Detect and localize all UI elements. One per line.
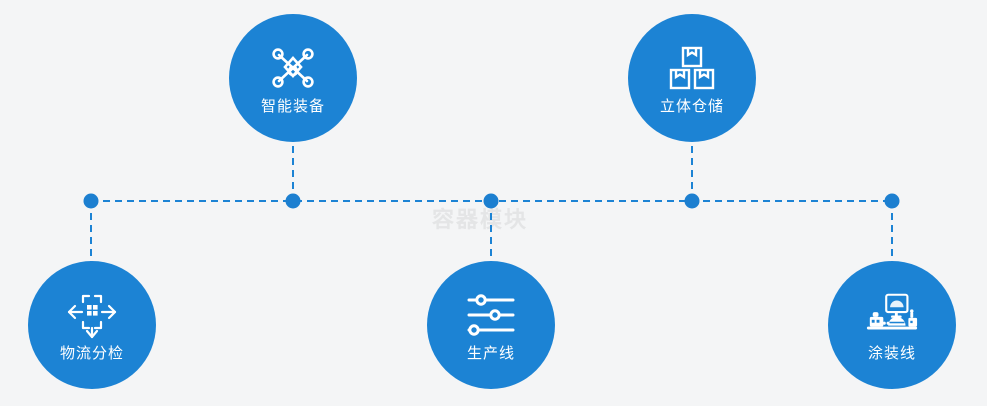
network-nodes-icon — [266, 43, 320, 93]
node-warehouse[interactable]: 立体仓储 — [628, 14, 756, 142]
junction-dot-painting — [884, 193, 900, 209]
stacked-boxes-icon — [665, 43, 719, 93]
sorting-arrows-icon — [65, 290, 119, 340]
node-label-logistics: 物流分检 — [59, 344, 124, 362]
node-equipment[interactable]: 智能装备 — [229, 14, 357, 142]
node-production[interactable]: 生产线 — [427, 261, 555, 389]
node-logistics[interactable]: 物流分检 — [28, 261, 156, 389]
junction-dot-production — [483, 193, 499, 209]
node-label-painting: 涂装线 — [867, 344, 916, 362]
junction-dot-warehouse — [684, 193, 700, 209]
sliders-icon — [464, 290, 518, 340]
factory-monitor-icon — [865, 290, 919, 340]
node-label-production: 生产线 — [466, 344, 515, 362]
node-painting[interactable]: 涂装线 — [828, 261, 956, 389]
node-label-equipment: 智能装备 — [260, 97, 325, 115]
node-label-warehouse: 立体仓储 — [659, 97, 724, 115]
junction-dot-logistics — [83, 193, 99, 209]
junction-dot-equipment — [285, 193, 301, 209]
